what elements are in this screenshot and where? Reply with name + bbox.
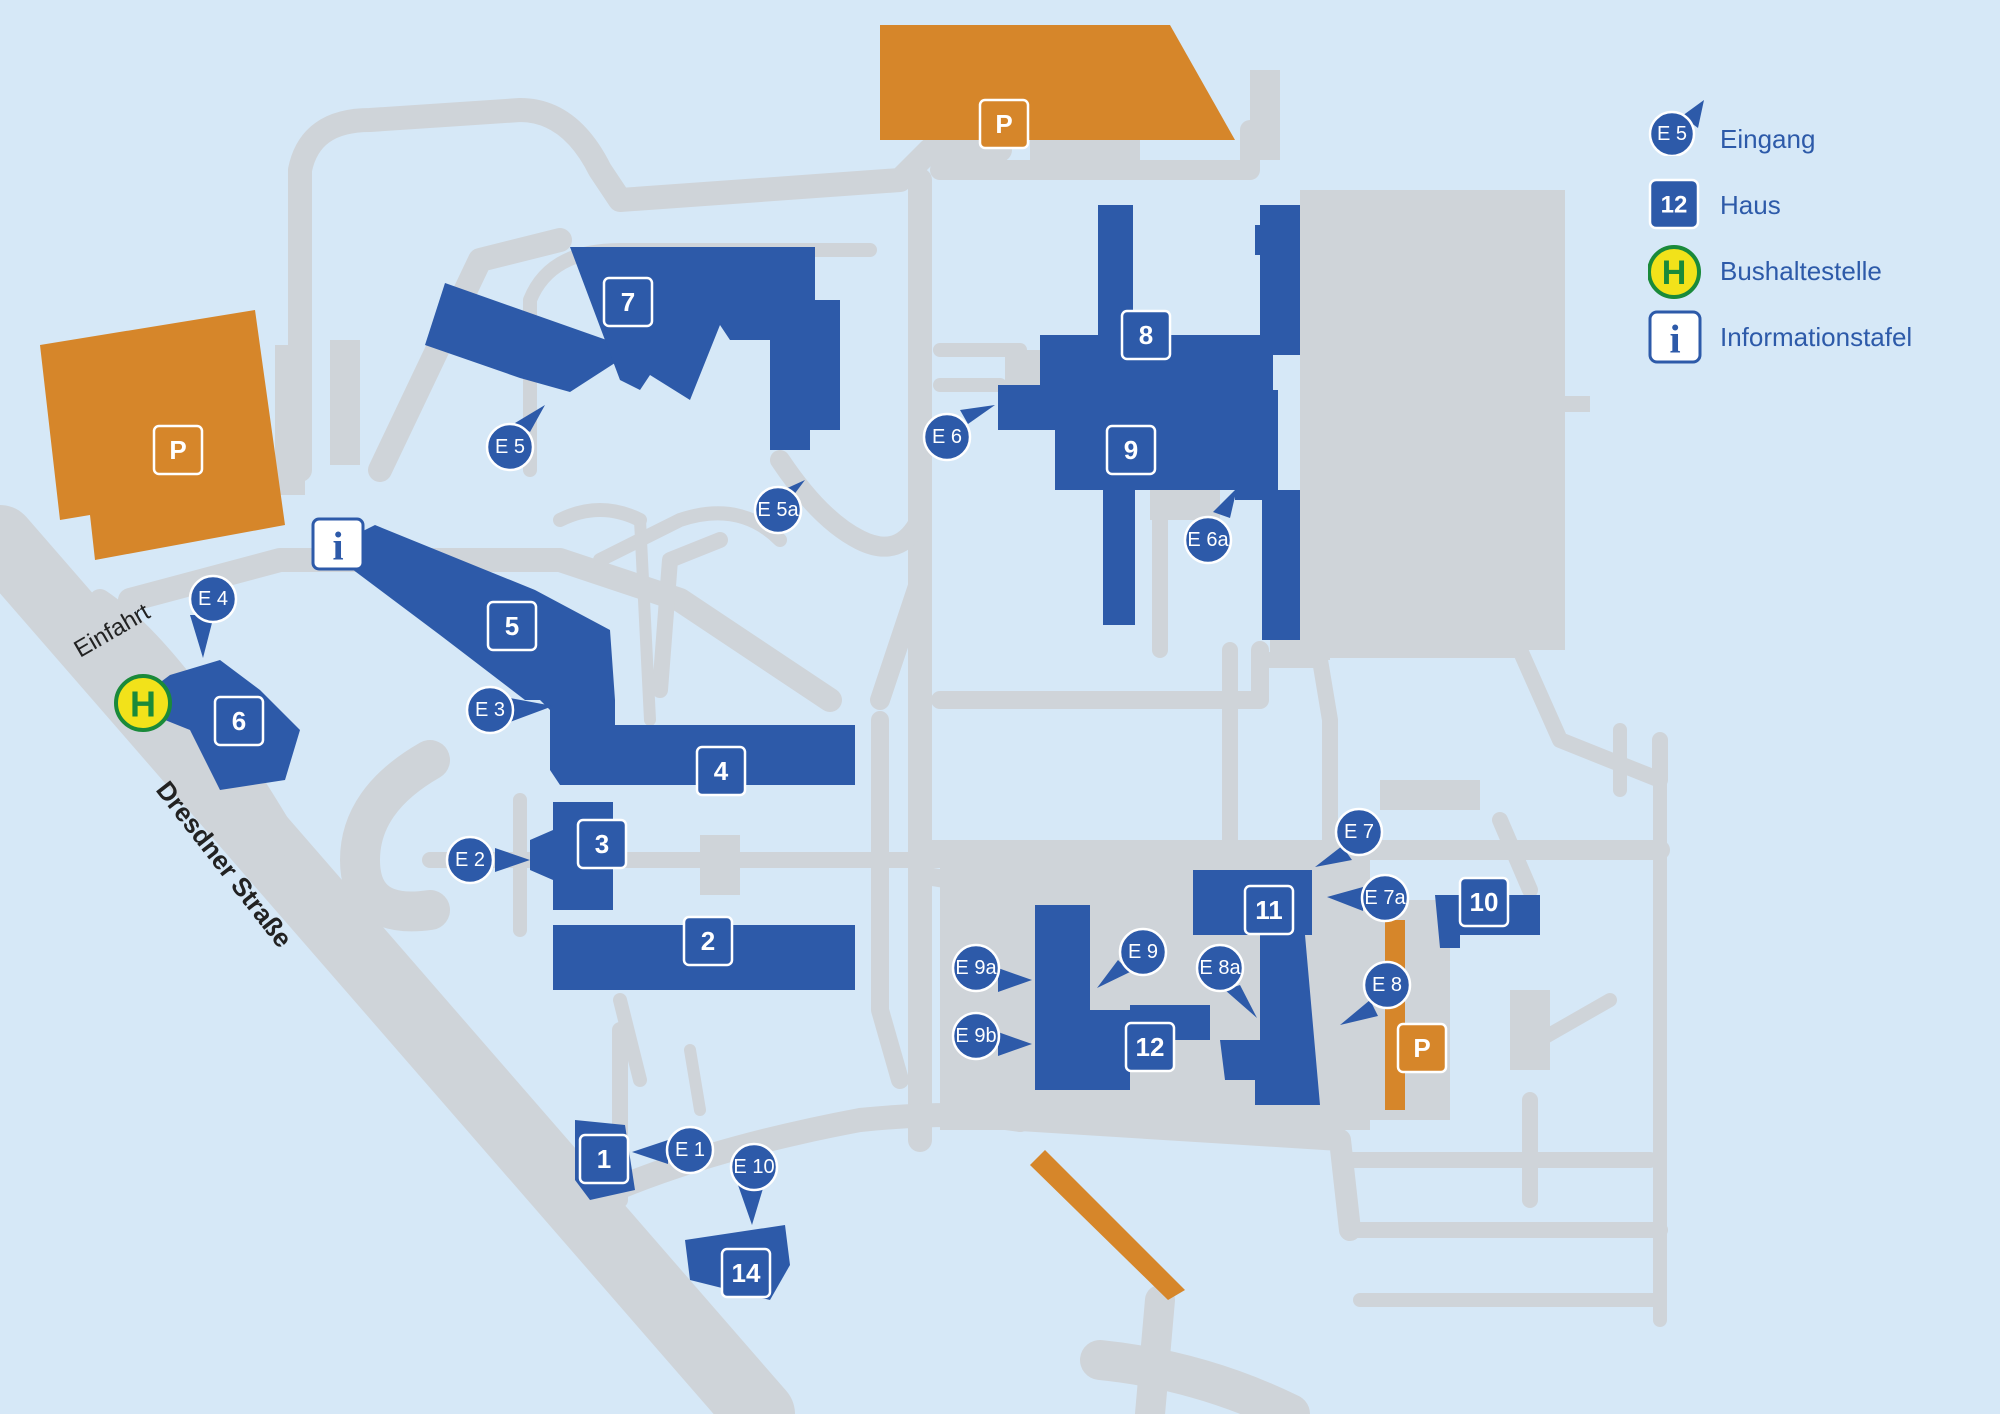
house-4-label[interactable]: 4 (695, 745, 747, 797)
entrance-e8[interactable]: E 8 (1340, 960, 1412, 1025)
parking-path-south (1030, 1150, 1185, 1300)
parking-west-label[interactable]: P (152, 424, 204, 476)
svg-text:E 6: E 6 (932, 426, 962, 448)
svg-text:6: 6 (232, 706, 246, 736)
svg-text:E 6a: E 6a (1187, 529, 1229, 551)
legend-row-entrance: E 5 Eingang (1640, 100, 1980, 156)
entrance-e10[interactable]: E 10 (729, 1142, 779, 1225)
parking-north-label[interactable]: P (978, 98, 1030, 150)
entrance-e6[interactable]: E 6 (922, 405, 995, 462)
parking-labels: P P P (152, 98, 1448, 1074)
house-1-label[interactable]: 1 (578, 1133, 630, 1185)
svg-text:E 9: E 9 (1128, 941, 1158, 963)
house-3-label[interactable]: 3 (576, 818, 628, 870)
svg-text:8: 8 (1139, 320, 1153, 350)
entrance-e9a[interactable]: E 9a (951, 943, 1032, 993)
house-8-label[interactable]: 8 (1120, 309, 1172, 361)
svg-text:E 7a: E 7a (1364, 887, 1406, 909)
svg-text:12: 12 (1136, 1032, 1165, 1062)
svg-text:4: 4 (714, 756, 729, 786)
svg-text:3: 3 (595, 829, 609, 859)
legend-row-house: 12 Haus (1640, 178, 1980, 234)
legend-info-label: Informationstafel (1720, 322, 1913, 352)
svg-text:11: 11 (1255, 895, 1283, 925)
entrance-e5[interactable]: E 5 (485, 405, 545, 472)
svg-text:E 5: E 5 (1657, 123, 1687, 145)
info-icon: i (332, 524, 343, 569)
svg-text:E 7: E 7 (1344, 821, 1374, 843)
svg-text:H: H (130, 684, 156, 725)
svg-text:E 10: E 10 (733, 1156, 774, 1178)
svg-text:1: 1 (597, 1144, 611, 1174)
svg-text:10: 10 (1470, 887, 1499, 917)
entrance-e6a[interactable]: E 6a (1183, 488, 1237, 565)
entrance-e9b[interactable]: E 9b (951, 1011, 1032, 1061)
svg-text:E 9b: E 9b (955, 1025, 996, 1047)
entrance-e2[interactable]: E 2 (445, 835, 530, 885)
legend-house-icon: 12 (1648, 178, 1700, 230)
svg-text:2: 2 (701, 926, 715, 956)
house-12-label[interactable]: 12 (1124, 1021, 1176, 1073)
svg-text:E 2: E 2 (455, 849, 485, 871)
parking-area-east (1385, 920, 1405, 1110)
entrance-e8a[interactable]: E 8a (1195, 943, 1257, 1018)
entrance-e3[interactable]: E 3 (465, 685, 553, 735)
svg-text:E 8: E 8 (1372, 974, 1402, 996)
parking-area-north (880, 25, 1235, 140)
legend-entrance-icon: E 5 (1648, 100, 1704, 156)
entrance-e4[interactable]: E 4 (188, 574, 238, 658)
svg-text:E 9a: E 9a (955, 957, 997, 979)
svg-text:9: 9 (1124, 435, 1138, 465)
entrance-e5a[interactable]: E 5a (753, 480, 805, 535)
svg-text:E 4: E 4 (198, 588, 228, 610)
house-6-label[interactable]: 6 (213, 695, 265, 747)
house-5-label[interactable]: 5 (486, 600, 538, 652)
info-board-marker[interactable]: i (311, 517, 365, 571)
svg-text:P: P (995, 109, 1012, 139)
svg-text:E 8a: E 8a (1199, 957, 1241, 979)
legend-row-info: i Informationstafel (1640, 310, 1980, 366)
svg-text:i: i (1669, 317, 1680, 362)
parking-east-label[interactable]: P (1396, 1022, 1448, 1074)
svg-text:14: 14 (732, 1258, 761, 1288)
legend-bus-icon: H (1648, 245, 1701, 299)
buildings (150, 205, 1540, 1300)
parking-areas (40, 25, 1405, 1300)
svg-text:E 5a: E 5a (757, 499, 799, 521)
svg-text:E 1: E 1 (675, 1139, 705, 1161)
bus-stop-marker[interactable]: H (114, 674, 172, 732)
svg-text:E 5: E 5 (495, 436, 525, 458)
legend-house-label: Haus (1720, 190, 1781, 220)
legend-entrance-label: Eingang (1720, 124, 1816, 154)
building-labels: 1 2 3 4 5 6 7 8 9 10 11 12 14 (213, 276, 1510, 1299)
entrance-markers: E 1 E 2 E 3 E 4 E 5 E 5a E 6 E 6a E 7 E … (188, 405, 1412, 1225)
house-7-label[interactable]: 7 (602, 276, 654, 328)
legend-info-icon: i (1648, 310, 1702, 364)
house-10-label[interactable]: 10 (1458, 876, 1510, 928)
svg-text:P: P (1413, 1033, 1430, 1063)
entrance-e1[interactable]: E 1 (632, 1125, 715, 1175)
svg-text:12: 12 (1661, 192, 1688, 219)
svg-text:5: 5 (505, 611, 519, 641)
entrance-e7a[interactable]: E 7a (1327, 873, 1410, 923)
svg-text:7: 7 (621, 287, 635, 317)
entrance-e9[interactable]: E 9 (1097, 927, 1168, 988)
house-14-label[interactable]: 14 (720, 1247, 772, 1299)
svg-text:H: H (1662, 254, 1687, 292)
entrance-e7[interactable]: E 7 (1315, 807, 1384, 867)
svg-text:E 3: E 3 (475, 699, 505, 721)
legend-row-bus: H Bushaltestelle (1640, 244, 1980, 300)
svg-text:P: P (169, 435, 186, 465)
house-9-label[interactable]: 9 (1105, 424, 1157, 476)
house-2-label[interactable]: 2 (682, 915, 734, 967)
legend-bus-label: Bushaltestelle (1720, 256, 1882, 286)
house-11-label[interactable]: 11 (1243, 884, 1295, 936)
